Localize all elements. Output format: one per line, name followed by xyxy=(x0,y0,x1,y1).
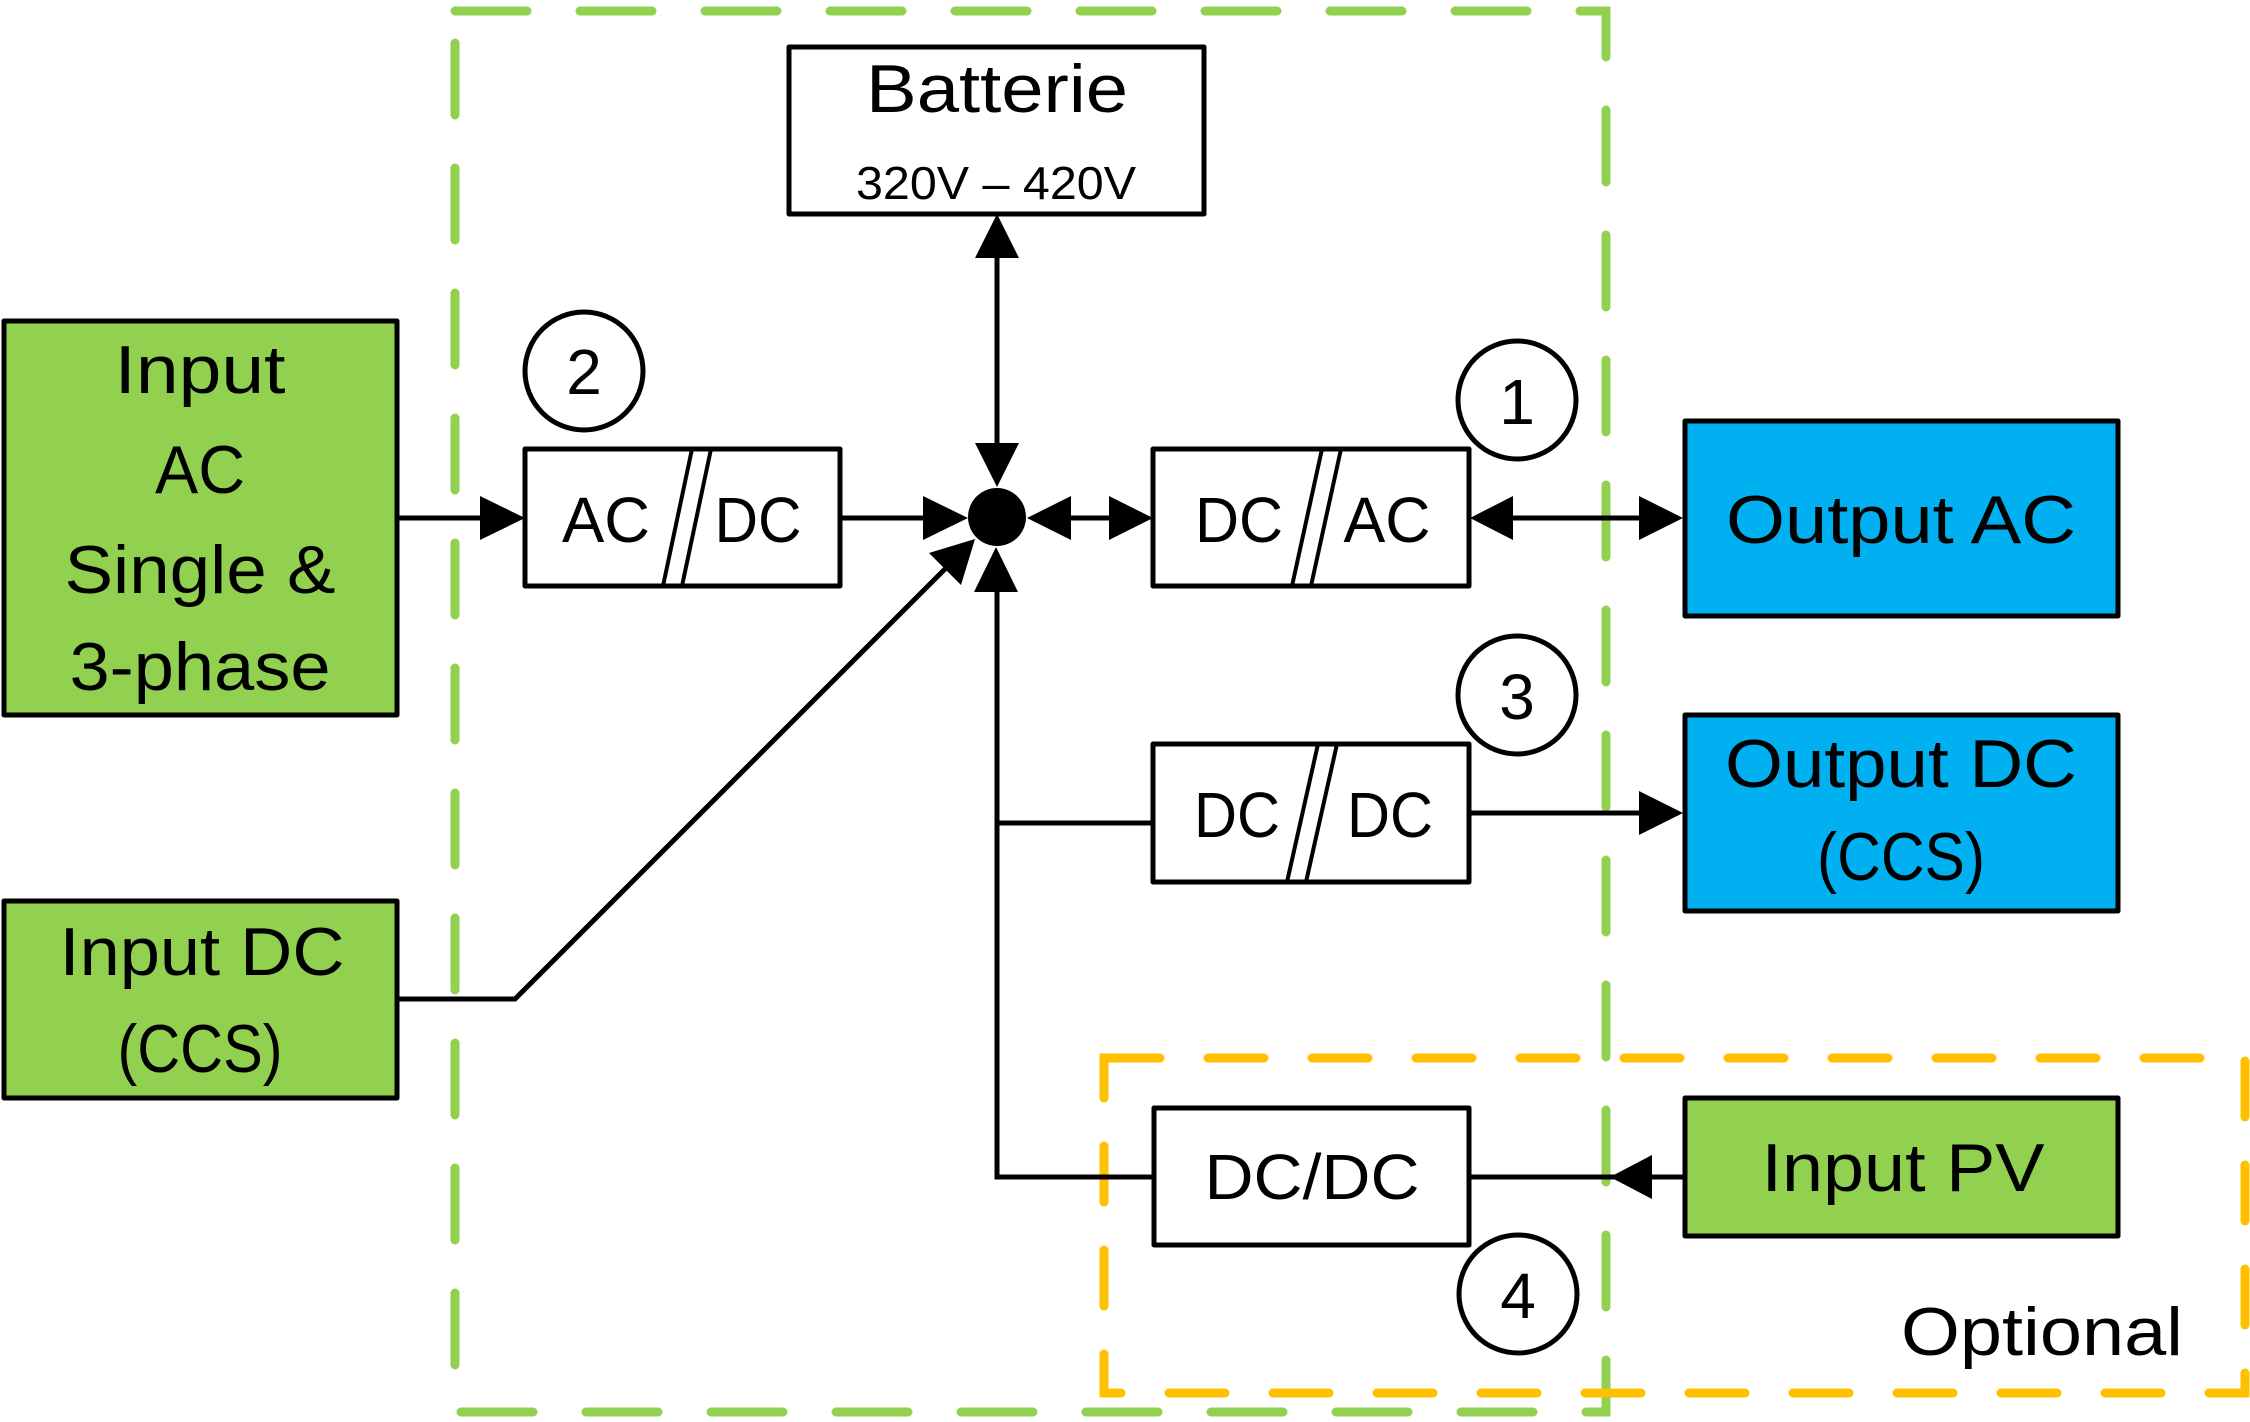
node-lower-bus xyxy=(974,547,1154,1180)
dcac-right-label: AC xyxy=(1344,484,1431,556)
system-boundary xyxy=(450,6,1611,1417)
dcdc-output-link xyxy=(1469,791,1683,835)
input-dc-link xyxy=(397,539,975,1002)
dcdc-output-right-label: DC xyxy=(1347,779,1433,851)
output-dc-box xyxy=(1682,712,2121,914)
input-ac-line-2: AC xyxy=(155,432,245,508)
node-dcac-link xyxy=(1027,496,1153,540)
arrow-right-icon xyxy=(923,496,968,540)
battery-title: Batterie xyxy=(866,51,1128,127)
input-ac-line-3: Single & xyxy=(65,532,336,608)
badge-1-number: 1 xyxy=(1499,366,1535,438)
input-pv-box xyxy=(1682,1095,2121,1239)
arrow-right-icon xyxy=(1639,496,1683,540)
input-pv-label: Input PV xyxy=(1762,1130,2046,1206)
arrow-up-icon xyxy=(974,547,1018,592)
badge-3-number: 3 xyxy=(1499,661,1535,733)
output-ac-box xyxy=(1682,418,2121,619)
input-dc-box xyxy=(1,898,400,1101)
dcdc-output-left-label: DC xyxy=(1194,779,1280,851)
dcac-output-link xyxy=(1470,496,1683,540)
output-dc-block: Output DC (CCS) xyxy=(1682,712,2121,914)
optional-boundary xyxy=(1099,1053,2250,1398)
badge-2: 2 xyxy=(522,309,646,433)
optional-label: Optional xyxy=(1901,1294,2183,1370)
input-dc-line-2: (CCS) xyxy=(118,1011,283,1087)
dcac-left-label: DC xyxy=(1195,484,1283,556)
arrow-down-icon xyxy=(975,443,1019,487)
arrow-right-icon xyxy=(1639,791,1683,835)
input-dc-line-1: Input DC xyxy=(60,914,345,990)
output-ac-label: Output AC xyxy=(1726,482,2076,558)
arrow-diagonal-icon xyxy=(929,539,975,585)
pv-link xyxy=(1469,1155,1685,1199)
input-ac-link xyxy=(397,496,525,540)
input-dc-block: Input DC (CCS) xyxy=(1,898,400,1101)
input-ac-line-4: 3-phase xyxy=(70,629,331,705)
output-dc-line-2: (CCS) xyxy=(1817,819,1985,895)
badge-4-number: 4 xyxy=(1500,1260,1536,1332)
output-dc-line-1: Output DC xyxy=(1725,726,2077,802)
arrow-right-icon xyxy=(480,496,525,540)
badge-4: 4 xyxy=(1456,1232,1580,1356)
dcdc-pv-converter: DC/DC xyxy=(1151,1105,1472,1248)
dc-bus-node xyxy=(968,488,1026,546)
arrow-left-icon xyxy=(1610,1155,1652,1199)
battery-node-link xyxy=(975,214,1019,487)
acdc-left-label: AC xyxy=(562,484,650,556)
output-ac-block: Output AC xyxy=(1682,418,2121,619)
acdc-converter: AC DC xyxy=(522,446,843,589)
badge-1: 1 xyxy=(1455,338,1579,462)
dcdc-pv-label: DC/DC xyxy=(1205,1141,1420,1213)
dcdc-output-converter: DC DC xyxy=(1150,741,1472,885)
battery-box xyxy=(786,44,1207,217)
acdc-right-label: DC xyxy=(715,484,802,556)
arrow-right-icon xyxy=(1109,496,1153,540)
arrow-up-icon xyxy=(975,214,1019,258)
arrow-left-icon xyxy=(1027,496,1071,540)
dcac-converter: DC AC xyxy=(1150,446,1472,589)
badge-3: 3 xyxy=(1455,633,1579,757)
input-ac-block: Input AC Single & 3-phase xyxy=(1,318,400,718)
input-ac-line-1: Input xyxy=(115,332,286,408)
acdc-node-link xyxy=(840,496,968,540)
battery-block: Batterie 320V – 420V xyxy=(786,44,1207,217)
badge-2-number: 2 xyxy=(566,336,602,408)
battery-voltage: 320V – 420V xyxy=(856,157,1136,209)
arrow-left-icon xyxy=(1470,496,1513,540)
input-pv-block: Input PV xyxy=(1682,1095,2121,1239)
input-ac-box xyxy=(1,318,400,718)
